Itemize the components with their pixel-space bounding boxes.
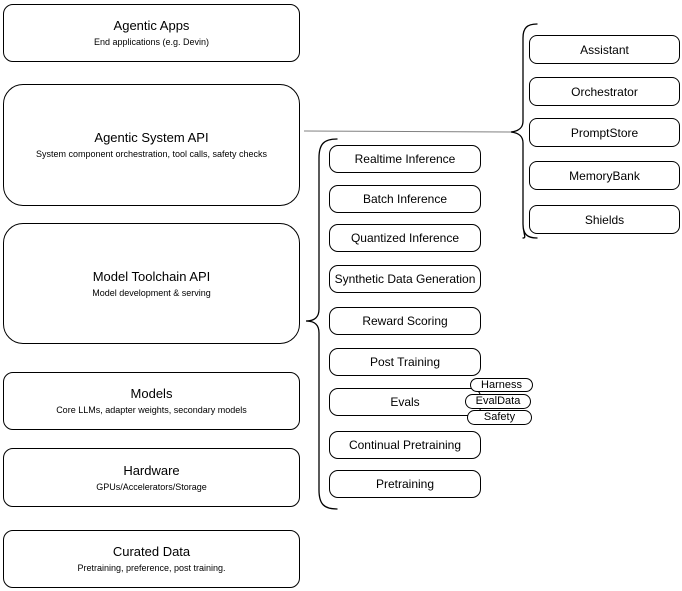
layer-box-hardware: Hardware GPUs/Accelerators/Storage <box>3 448 300 507</box>
layer-title: Models <box>130 386 173 401</box>
eval-tag-harness: Harness <box>470 378 533 392</box>
service-box-post-training: Post Training <box>329 348 481 376</box>
system-components-brace <box>510 23 538 239</box>
service-label: Pretraining <box>375 477 435 491</box>
service-label: Reward Scoring <box>362 314 448 328</box>
layer-subtitle: Core LLMs, adapter weights, secondary mo… <box>56 405 247 415</box>
layer-subtitle: GPUs/Accelerators/Storage <box>96 481 207 492</box>
service-label: Continual Pretraining <box>348 438 462 452</box>
service-box-synthetic-data-generation: Synthetic Data Generation <box>329 265 481 293</box>
service-box-reward-scoring: Reward Scoring <box>329 307 481 335</box>
service-label: Realtime Inference <box>354 152 456 166</box>
layer-title: Hardware <box>123 462 180 478</box>
layer-box-agentic-apps: Agentic Apps End applications (e.g. Devi… <box>3 4 300 62</box>
toolchain-brace <box>305 138 338 510</box>
service-label: Post Training <box>369 355 441 369</box>
component-box-promptstore: PromptStore <box>529 118 680 147</box>
service-label: Synthetic Data Generation <box>334 272 476 286</box>
eval-tag-safety: Safety <box>467 410 532 425</box>
layer-subtitle: Model development & serving <box>92 287 211 298</box>
service-box-batch-inference: Batch Inference <box>329 185 481 213</box>
component-label: PromptStore <box>570 125 639 140</box>
component-box-shields: Shields <box>529 205 680 234</box>
component-label: Orchestrator <box>571 84 638 99</box>
service-label: Batch Inference <box>362 192 448 206</box>
service-box-quantized-inference: Quantized Inference <box>329 224 481 252</box>
component-label: Shields <box>584 212 625 227</box>
eval-tag-label: EvalData <box>475 395 521 407</box>
eval-tag-label: Safety <box>483 411 516 423</box>
component-label: Assistant <box>580 42 629 57</box>
layer-subtitle: System component orchestration, tool cal… <box>35 149 268 159</box>
service-label: Quantized Inference <box>350 231 460 245</box>
layer-box-model-toolchain-api: Model Toolchain API Model development & … <box>3 223 300 344</box>
service-box-realtime-inference: Realtime Inference <box>329 145 481 173</box>
eval-tag-label: Harness <box>481 378 522 391</box>
layer-box-curated-data: Curated Data Pretraining, preference, po… <box>3 530 300 588</box>
component-label: MemoryBank <box>569 168 640 183</box>
layer-subtitle: Pretraining, preference, post training. <box>77 563 226 573</box>
layer-title: Agentic Apps <box>113 18 190 33</box>
component-box-orchestrator: Orchestrator <box>529 77 680 106</box>
layer-title: Curated Data <box>112 544 191 559</box>
service-box-evals: Evals <box>329 388 481 416</box>
system-api-connector-line <box>303 130 512 133</box>
component-box-assistant: Assistant <box>529 35 680 64</box>
layer-box-models: Models Core LLMs, adapter weights, secon… <box>3 372 300 430</box>
layer-title: Agentic System API <box>94 130 209 145</box>
layer-title: Model Toolchain API <box>92 268 211 284</box>
service-box-pretraining: Pretraining <box>329 470 481 498</box>
layer-box-agentic-system-api: Agentic System API System component orch… <box>3 84 300 206</box>
service-box-continual-pretraining: Continual Pretraining <box>329 431 481 459</box>
eval-tag-evaldata: EvalData <box>465 394 531 409</box>
component-box-memorybank: MemoryBank <box>529 161 680 190</box>
layer-subtitle: End applications (e.g. Devin) <box>93 37 210 47</box>
service-label: Evals <box>390 395 420 409</box>
